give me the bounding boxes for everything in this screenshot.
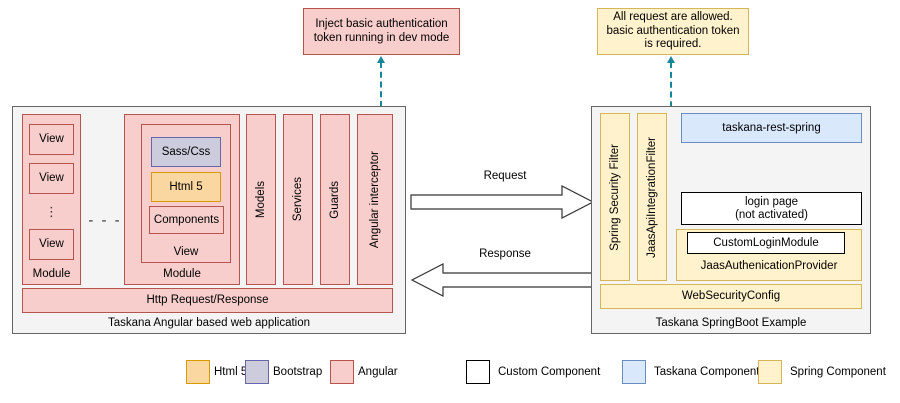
left-panel-caption: Taskana Angular based web application xyxy=(12,314,406,332)
models-column[interactable]: Models xyxy=(246,114,276,285)
guards-column-text: Guards xyxy=(328,180,341,219)
module-b-label: Module xyxy=(124,266,240,282)
module-a-vertical-ellipsis-text: ⋮ xyxy=(45,203,58,219)
left-panel-caption-text: Taskana Angular based web application xyxy=(107,317,311,329)
note-inject-token: Inject basic authentication token runnin… xyxy=(303,8,460,55)
module-a-view-2[interactable]: View xyxy=(29,163,74,194)
components-text: Components xyxy=(153,213,220,226)
note-all-requests-allowed: All request are allowed. basic authentic… xyxy=(597,8,749,55)
module-a-view-3[interactable]: View xyxy=(29,229,74,260)
request-arrow xyxy=(410,185,595,219)
connector-left-arrowhead xyxy=(377,56,385,63)
html5-text: Html 5 xyxy=(169,180,203,193)
legend-item-bootstrap: Bootstrap xyxy=(245,360,322,384)
response-label-text: Response xyxy=(479,248,531,260)
legend-swatch-taskana-component xyxy=(622,360,646,384)
module-a-label-text: Module xyxy=(32,268,71,280)
login-page-line2: (not activated) xyxy=(735,208,808,221)
sass-css-text: Sass/Css xyxy=(161,145,211,158)
right-panel-caption-text: Taskana SpringBoot Example xyxy=(655,317,807,329)
request-label-text: Request xyxy=(483,170,527,182)
html5-box[interactable]: Html 5 xyxy=(151,172,221,202)
jaas-api-integration-filter[interactable]: JaasApiIntegrationFilter xyxy=(637,113,667,281)
login-page-box[interactable]: login page (not activated) xyxy=(681,192,862,225)
web-security-config-box[interactable]: WebSecurityConfig xyxy=(600,284,862,309)
legend-item-custom-component: Custom Component xyxy=(466,360,600,384)
connector-left-dashed-line xyxy=(380,62,382,107)
spring-security-filter-text: Spring Security Filter xyxy=(608,143,621,251)
module-a-label: Module xyxy=(22,266,81,282)
module-a-view-2-text: View xyxy=(39,172,64,184)
legend-item-html5: Html 5 xyxy=(186,360,247,384)
legend-label-bootstrap: Bootstrap xyxy=(273,366,323,378)
angular-interceptor-column[interactable]: Angular interceptor xyxy=(357,114,393,285)
legend-label-spring-component: Spring Component xyxy=(790,366,886,378)
custom-login-module-text: CustomLoginModule xyxy=(713,236,819,249)
module-b-label-text: Module xyxy=(163,268,201,280)
legend-swatch-spring-component xyxy=(758,360,782,384)
right-panel-caption: Taskana SpringBoot Example xyxy=(591,314,871,332)
modules-ellipsis-text: - - - xyxy=(88,211,122,229)
services-column[interactable]: Services xyxy=(283,114,313,285)
components-box[interactable]: Components xyxy=(149,206,224,234)
module-a-view-1[interactable]: View xyxy=(29,124,74,155)
legend-label-angular: Angular xyxy=(358,366,398,378)
services-column-text: Services xyxy=(291,177,304,222)
note-inject-token-text: Inject basic authentication token runnin… xyxy=(313,18,450,44)
legend-label-custom-component: Custom Component xyxy=(498,366,601,378)
legend-swatch-custom-component xyxy=(466,360,490,384)
module-b-view-label-text: View xyxy=(173,246,199,258)
legend-label-taskana-component: Taskana Component xyxy=(654,366,760,378)
taskana-rest-spring-text: taskana-rest-spring xyxy=(722,121,821,134)
angular-interceptor-text: Angular interceptor xyxy=(368,150,381,249)
web-security-config-text: WebSecurityConfig xyxy=(681,290,781,302)
request-label: Request xyxy=(440,168,570,184)
module-a-view-3-text: View xyxy=(39,238,64,250)
http-request-response-text: Http Request/Response xyxy=(146,294,269,306)
module-b-view-label: View xyxy=(141,244,231,260)
connector-right-arrowhead xyxy=(667,56,675,63)
legend-item-spring-component: Spring Component xyxy=(758,360,886,384)
sass-css-box[interactable]: Sass/Css xyxy=(151,137,221,167)
http-request-response-bar[interactable]: Http Request/Response xyxy=(22,288,393,313)
legend-label-html5: Html 5 xyxy=(214,366,248,378)
note-all-requests-allowed-text: All request are allowed. basic authentic… xyxy=(606,11,740,51)
response-label: Response xyxy=(440,246,570,262)
modules-ellipsis: - - - xyxy=(88,211,122,229)
taskana-rest-spring-box[interactable]: taskana-rest-spring xyxy=(681,113,862,143)
response-arrow xyxy=(410,263,595,297)
login-page-line1: login page xyxy=(744,195,799,208)
legend-item-angular: Angular xyxy=(330,360,398,384)
legend-item-taskana-component: Taskana Component xyxy=(622,360,759,384)
models-column-text: Models xyxy=(254,180,267,219)
module-a-view-1-text: View xyxy=(39,133,64,145)
legend-swatch-angular xyxy=(330,360,354,384)
module-a-vertical-ellipsis: ⋮ xyxy=(29,200,74,222)
guards-column[interactable]: Guards xyxy=(320,114,350,285)
jaas-authentication-provider-label: JaasAuthenicationProvider xyxy=(676,257,862,275)
jaas-api-integration-filter-text: JaasApiIntegrationFilter xyxy=(645,136,658,258)
jaas-authentication-provider-text: JaasAuthenicationProvider xyxy=(700,260,838,272)
legend-swatch-bootstrap xyxy=(245,360,269,384)
legend-swatch-html5 xyxy=(186,360,210,384)
spring-security-filter[interactable]: Spring Security Filter xyxy=(600,113,630,281)
custom-login-module-box[interactable]: CustomLoginModule xyxy=(687,232,845,254)
